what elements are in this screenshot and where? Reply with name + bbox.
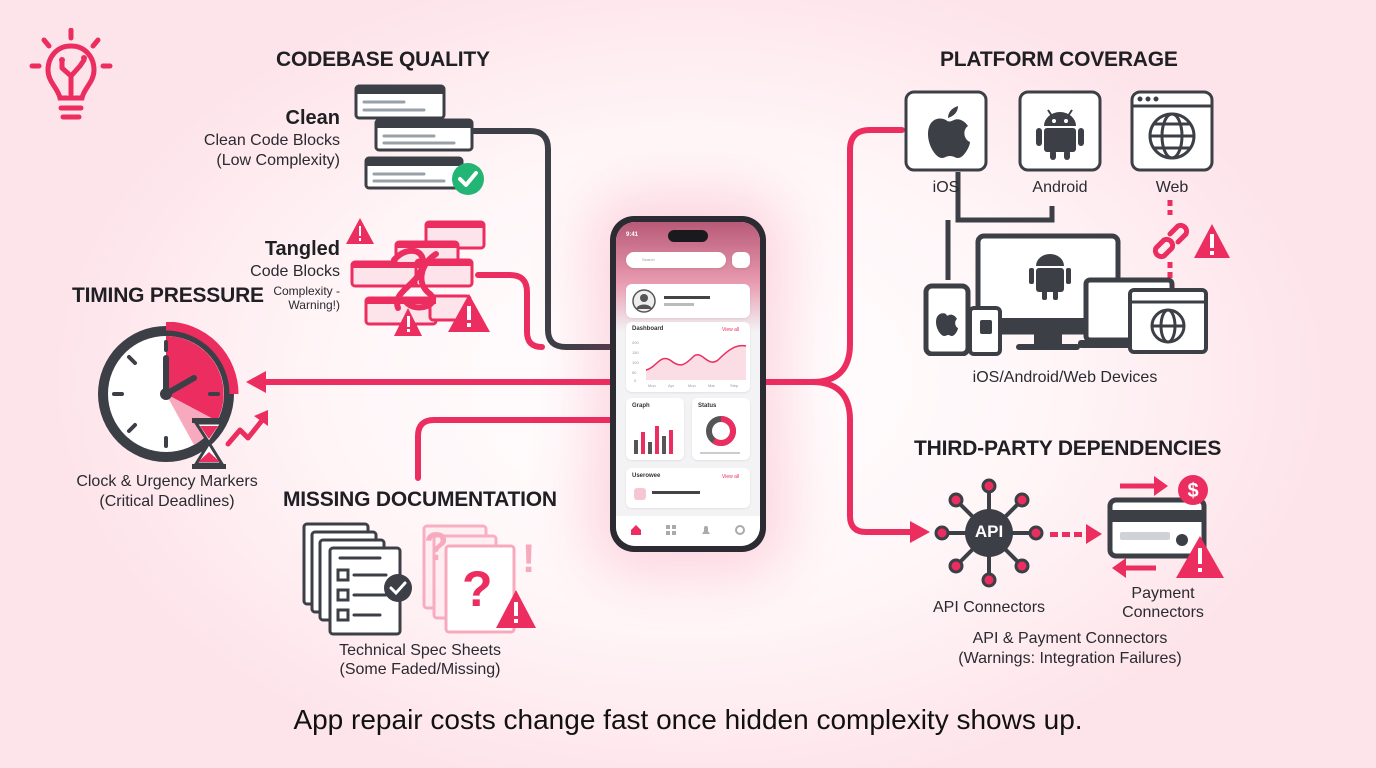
phone-status-label: Status: [698, 403, 717, 409]
svg-text:!: !: [522, 537, 535, 581]
android-icon: [1018, 90, 1102, 172]
phone-time: 9:41: [626, 232, 639, 238]
warning-icon: [448, 294, 490, 332]
faded-question-icon: ?: [424, 525, 448, 569]
phone-bottom-nav: [616, 516, 760, 546]
question-icon: ?: [462, 561, 493, 617]
tangled-line2: Complexity -: [273, 284, 340, 298]
devices-icon: [923, 233, 1208, 356]
payment-label-1: Payment: [1131, 585, 1195, 602]
check-icon: [452, 163, 484, 195]
y-tick: 50: [632, 370, 637, 375]
timing-line2: (Critical Deadlines): [99, 493, 235, 510]
hourglass-icon: [192, 418, 226, 469]
avatar-icon: [632, 289, 656, 313]
trend-arrow-icon: [225, 415, 267, 447]
ios-android-bracket: [955, 172, 1055, 223]
x-tick: Mar: [708, 383, 715, 388]
docs-line1: Technical Spec Sheets: [339, 642, 501, 659]
spec-sheets-icon: ? ? !: [302, 522, 536, 636]
home-icon: [631, 525, 641, 535]
payment-card-icon: $: [1107, 475, 1224, 578]
clean-heading: Clean: [285, 107, 340, 129]
timing-line1: Clock & Urgency Markers: [76, 473, 258, 490]
tangled-line1: Code Blocks: [250, 263, 340, 280]
clean-line1: Clean Code Blocks: [203, 132, 340, 149]
apple-icon: [904, 90, 988, 172]
phone-nav-icons: [631, 525, 745, 535]
tangled-code-blocks-icon: [346, 218, 486, 336]
codebase-title: CODEBASE QUALITY: [276, 48, 490, 71]
tangled-heading: Tangled: [264, 238, 340, 260]
docs-title: MISSING DOCUMENTATION: [283, 488, 557, 511]
dependencies-caption-2: (Warnings: Integration Failures): [958, 650, 1182, 667]
smartphone: 9:41 Search Dashboard View all 200 150 1…: [610, 216, 766, 552]
dashed-arrow-icon: [1050, 524, 1102, 544]
devices-label: iOS/Android/Web Devices: [972, 369, 1158, 386]
x-tick: Step: [730, 383, 739, 388]
y-tick: 150: [632, 350, 639, 355]
phone-graph-card[interactable]: Graph: [626, 398, 684, 460]
api-connectors-label: API Connectors: [932, 599, 1046, 616]
platform-title: PLATFORM COVERAGE: [940, 48, 1178, 71]
footer-caption: App repair costs change fast once hidden…: [293, 704, 1083, 735]
phone-profile-card[interactable]: [626, 284, 750, 318]
tangled-line3: Warning!): [288, 298, 340, 312]
phone-line-chart: [645, 344, 747, 380]
svg-text:$: $: [1187, 480, 1198, 502]
dependency-arrowhead: [910, 521, 930, 543]
settings-icon: [735, 525, 745, 535]
dependencies-caption-1: API & Payment Connectors: [972, 630, 1168, 647]
docs-line2: (Some Faded/Missing): [339, 661, 501, 678]
timing-arrowhead: [246, 371, 266, 393]
android-label: Android: [1032, 179, 1088, 196]
payment-label-2: Connectors: [1122, 604, 1204, 621]
broken-link-icon: [1152, 222, 1230, 260]
clean-line2: (Low Complexity): [216, 152, 340, 169]
clock-icon: [98, 322, 268, 469]
bell-icon: [702, 526, 710, 534]
dynamic-island: [668, 230, 708, 242]
timing-title: TIMING PRESSURE: [72, 284, 264, 307]
api-hub-icon: [934, 478, 1044, 588]
phone-filter-button[interactable]: [732, 252, 750, 268]
docs-connector: [415, 417, 615, 481]
phone-dashboard-label: Dashboard: [632, 326, 664, 332]
lightbulb-logo-icon: [29, 28, 113, 120]
phone-screen: 9:41 Search Dashboard View all 200 150 1…: [616, 222, 760, 546]
dollar-icon: [1178, 475, 1208, 505]
x-tick: Apr: [668, 383, 675, 388]
y-tick: 100: [632, 360, 639, 365]
phone-search-placeholder: Search: [642, 257, 655, 262]
phone-view-all[interactable]: View all: [722, 327, 740, 333]
dependencies-title: THIRD-PARTY DEPENDENCIES: [914, 437, 1222, 460]
phone-graph-label: Graph: [632, 403, 650, 409]
phone-status-card[interactable]: Status: [692, 398, 750, 460]
phone-search-bar[interactable]: Search: [626, 252, 726, 268]
phone-bar-chart: [634, 426, 673, 454]
phone-users-card[interactable]: Userowee View all: [626, 468, 750, 508]
y-tick: 0: [634, 378, 637, 383]
y-tick: 200: [632, 340, 639, 345]
phone-view-all-users[interactable]: View all: [722, 474, 740, 480]
phone-users-label: Userowee: [632, 473, 661, 479]
ios-label: iOS: [932, 179, 960, 196]
tangled-connector: [475, 272, 545, 350]
phone-donut-chart: [706, 416, 736, 446]
platform-connector: [763, 127, 905, 385]
dependency-connector: [809, 379, 917, 535]
clean-connector: [469, 128, 615, 350]
grid-icon: [666, 525, 676, 535]
x-tick: Mon: [648, 383, 656, 388]
web-label: Web: [1155, 179, 1189, 196]
web-globe-icon: [1130, 90, 1214, 172]
phone-dashboard-card[interactable]: Dashboard View all 200 150 100 50 0 Mon …: [626, 322, 750, 392]
api-badge: API: [974, 522, 1004, 541]
x-tick: Mon: [688, 383, 696, 388]
